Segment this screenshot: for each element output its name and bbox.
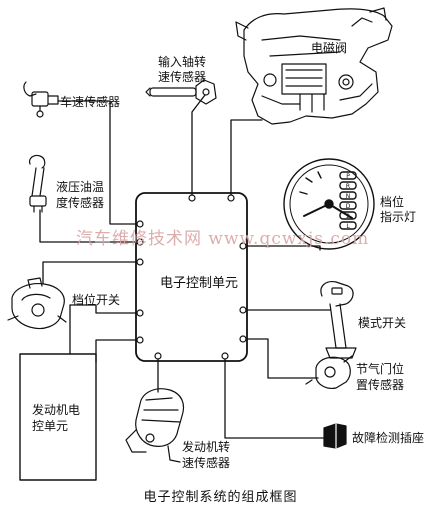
throttle-sensor-label-line1: 节气门位 — [356, 362, 405, 376]
oil-temp-sensor-label-line2: 度传感器 — [56, 196, 105, 210]
engine-ecu-label-line1: 发动机电 — [32, 403, 81, 417]
gauge-letter: R — [346, 183, 350, 190]
vehicle-speed-sensor-icon — [23, 81, 59, 118]
engine-ecu-box — [19, 353, 97, 481]
input-shaft-sensor-icon — [145, 79, 217, 105]
gauge-letter: N — [346, 193, 351, 200]
solenoid-valve-label: 电磁阀 — [311, 41, 348, 55]
gauge-letter: D — [346, 203, 351, 210]
engine-speed-sensor-label-line1: 发动机转 — [182, 440, 231, 454]
line-diagnostic — [224, 358, 325, 439]
gear-indicator-label-line2: 指示灯 — [380, 210, 417, 224]
diagram-caption: 电子控制系统的组成框图 — [143, 490, 298, 505]
throttle-sensor-icon — [305, 355, 353, 389]
gauge-letter: L — [346, 223, 350, 230]
line-vehicle-speed — [57, 100, 138, 225]
line-solenoid — [230, 119, 263, 196]
diagnostic-socket-icon — [323, 423, 347, 449]
ecu-label: 电子控制单元 — [160, 276, 239, 291]
input-shaft-sensor-label-line2: 速传感器 — [158, 70, 207, 84]
line-input-shaft — [191, 94, 206, 196]
gear-switch-label: 档位开关 — [72, 293, 121, 307]
engine-speed-sensor-label-line2: 速传感器 — [182, 456, 231, 470]
gauge-letter: 2 — [346, 213, 350, 220]
mode-switch-icon — [320, 281, 357, 359]
gauge-letter: P — [346, 173, 350, 180]
line-engine-ecu-2 — [95, 339, 138, 363]
mode-switch-label: 模式开关 — [358, 316, 407, 330]
engine-ecu-label-line2: 控单元 — [32, 419, 69, 433]
line-gear-switch — [42, 261, 138, 285]
gear-indicator-icon — [283, 158, 375, 250]
oil-temp-sensor-icon — [29, 154, 47, 213]
engine-speed-sensor-icon — [125, 388, 185, 463]
line-throttle — [245, 338, 319, 379]
diagnostic-socket-label: 故障检测插座 — [352, 431, 425, 445]
line-oil-temp — [39, 209, 138, 243]
watermark: 汽车维修技术网 www.qcwxjs.com — [76, 229, 370, 249]
input-shaft-sensor-label-line1: 输入轴转 — [158, 55, 207, 69]
oil-temp-sensor-label-line1: 液压油温 — [56, 180, 105, 194]
gear-switch-icon — [7, 277, 67, 330]
gear-indicator-label-line1: 档位 — [380, 195, 405, 209]
line-engine-ecu — [69, 304, 138, 355]
throttle-sensor-label-line2: 置传感器 — [356, 378, 405, 392]
transmission-assembly — [235, 7, 393, 125]
vehicle-speed-sensor-label: 车速传感器 — [60, 95, 121, 109]
